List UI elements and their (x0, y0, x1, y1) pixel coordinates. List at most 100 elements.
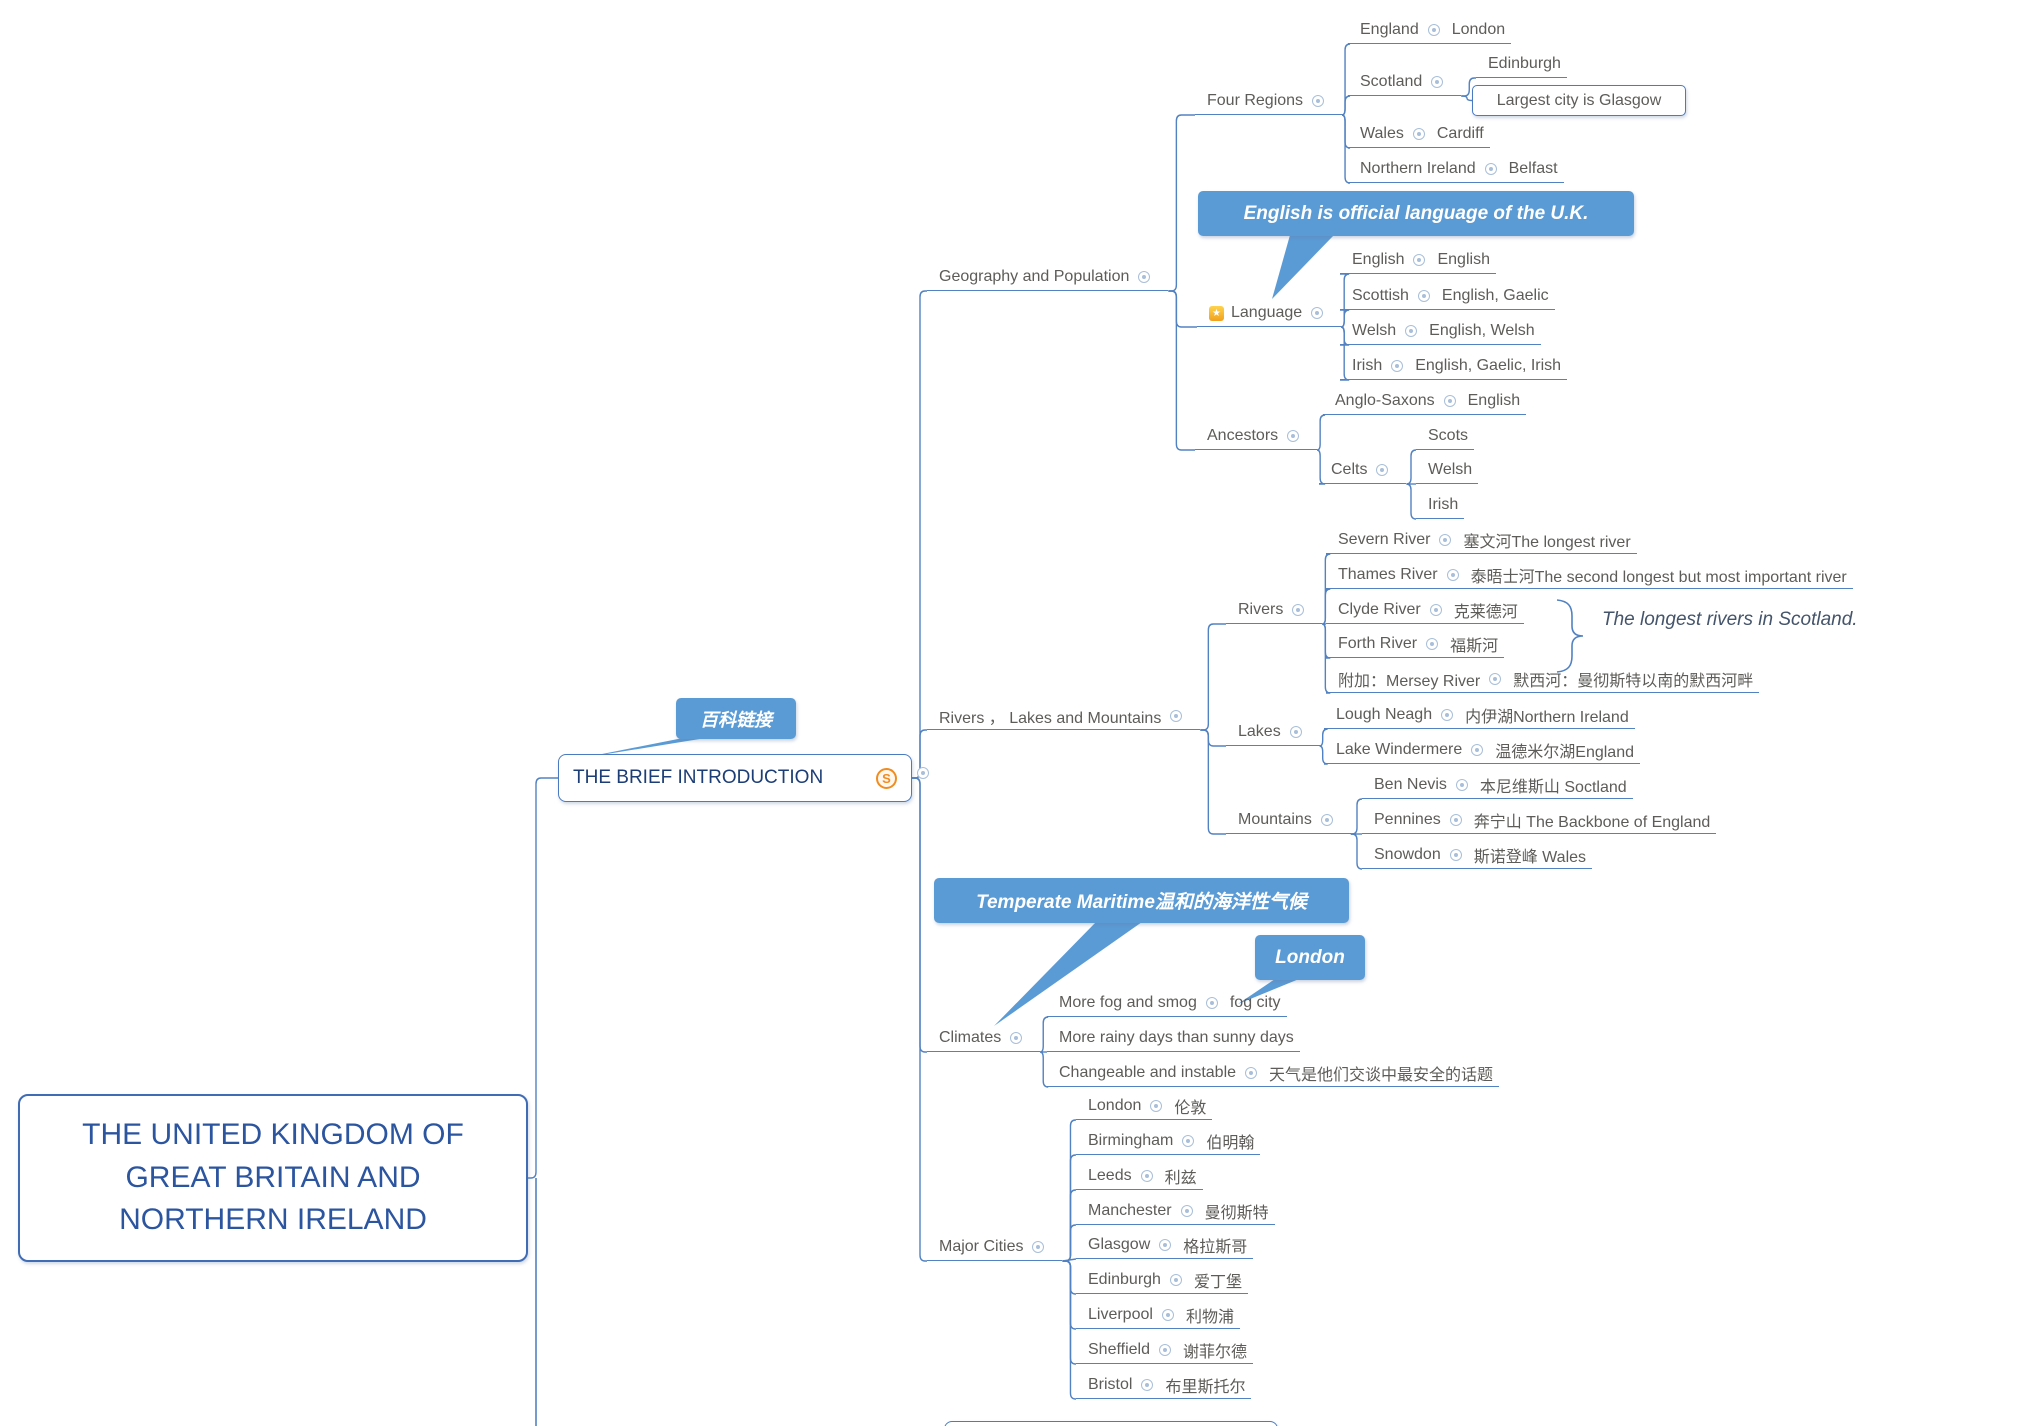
expand-icon[interactable] (1417, 290, 1430, 302)
expand-icon[interactable] (1441, 709, 1454, 721)
expand-icon[interactable] (1245, 1067, 1258, 1079)
callout-london[interactable]: London (1255, 935, 1365, 980)
expand-icon[interactable] (1431, 76, 1444, 88)
node-rivers[interactable]: Rivers (1226, 597, 1323, 624)
expand-icon[interactable] (1141, 1379, 1154, 1391)
node-celts[interactable]: Celts (1319, 457, 1407, 484)
expand-icon[interactable] (1449, 849, 1462, 861)
node-welsh[interactable]: Welsh (1416, 457, 1479, 484)
expand-icon[interactable] (1376, 464, 1389, 476)
root-topic[interactable]: THE UNITED KINGDOM OF GREAT BRITAIN AND … (18, 1094, 528, 1262)
expand-icon[interactable] (1484, 163, 1497, 175)
branch-geography-and-population[interactable]: Geography and Population (927, 264, 1169, 291)
expand-icon[interactable] (1311, 307, 1324, 319)
expand-icon[interactable] (1159, 1239, 1172, 1251)
expand-icon[interactable] (1169, 1274, 1182, 1286)
expand-icon[interactable] (1429, 604, 1442, 616)
expand-icon[interactable] (1449, 814, 1462, 826)
expand-icon[interactable] (1205, 997, 1218, 1009)
callout-official-language[interactable]: English is official language of the U.K. (1198, 191, 1634, 236)
expand-icon[interactable] (1455, 779, 1468, 791)
expand-icon[interactable] (1032, 1241, 1045, 1253)
expand-icon[interactable] (1427, 24, 1440, 36)
expand-icon[interactable] (1170, 710, 1183, 722)
expand-icon[interactable] (1138, 271, 1151, 283)
expand-icon[interactable] (1439, 534, 1452, 546)
node-ancestors[interactable]: Ancestors (1195, 423, 1318, 450)
expand-icon[interactable] (1180, 1205, 1193, 1217)
branch-climates[interactable]: Climates (927, 1025, 1041, 1052)
node-mountains[interactable]: Mountains (1226, 807, 1351, 834)
floating-topic-baike[interactable]: 百科链接 (676, 698, 796, 739)
expand-icon[interactable] (1391, 360, 1404, 372)
expand-icon[interactable] (1405, 325, 1418, 337)
expand-icon[interactable] (1158, 1344, 1171, 1356)
cut-off-node[interactable] (944, 1421, 1278, 1426)
expand-icon[interactable] (1489, 673, 1502, 685)
branch-rivers-lakes-mountains[interactable]: Rivers ， Lakes and Mountains (927, 703, 1201, 730)
node-four-regions[interactable]: Four Regions (1195, 88, 1343, 115)
expand-icon[interactable] (1426, 638, 1439, 650)
node-largest-city-glasgow[interactable]: Largest city is Glasgow (1472, 85, 1686, 116)
region-name: Scotland (1360, 73, 1423, 90)
ancestor-name: Celts (1331, 461, 1368, 478)
callout-leader-baike (582, 737, 712, 758)
expand-icon[interactable] (1443, 395, 1456, 407)
hyperlink-badge-icon[interactable]: S (876, 767, 897, 789)
expand-icon[interactable] (1150, 1100, 1163, 1112)
collapse-icon[interactable] (917, 767, 929, 779)
main-topic-brief-introduction[interactable]: THE BRIEF INTRODUCTION S (558, 754, 912, 802)
branch-major-cities[interactable]: Major Cities (927, 1234, 1063, 1261)
expand-icon[interactable] (1182, 1135, 1195, 1147)
node-language[interactable]: ★Language (1197, 300, 1342, 327)
node-irish[interactable]: Irish (1416, 492, 1465, 519)
expand-icon[interactable] (1471, 744, 1484, 756)
expand-icon[interactable] (1161, 1309, 1174, 1321)
expand-icon[interactable] (1140, 1170, 1153, 1182)
expand-icon[interactable] (1446, 569, 1459, 581)
node-lakes[interactable]: Lakes (1226, 719, 1320, 746)
expand-icon[interactable] (1010, 1032, 1023, 1044)
node-edinburgh[interactable]: Edinburgh (1476, 51, 1567, 78)
expand-icon[interactable] (1312, 95, 1325, 107)
expand-icon[interactable] (1320, 814, 1333, 826)
node-scots[interactable]: Scots (1416, 423, 1475, 450)
expand-icon[interactable] (1412, 128, 1425, 140)
expand-icon[interactable] (1292, 604, 1305, 616)
callout-temperate-maritime[interactable]: Temperate Maritime温和的海洋性气候 (934, 878, 1349, 923)
expand-icon[interactable] (1287, 430, 1300, 442)
expand-icon[interactable] (1289, 726, 1302, 738)
expand-icon[interactable] (1413, 254, 1426, 266)
node-scotland[interactable]: Scotland (1348, 69, 1462, 96)
node-rainy-days[interactable]: More rainy days than sunny days (1047, 1025, 1300, 1052)
